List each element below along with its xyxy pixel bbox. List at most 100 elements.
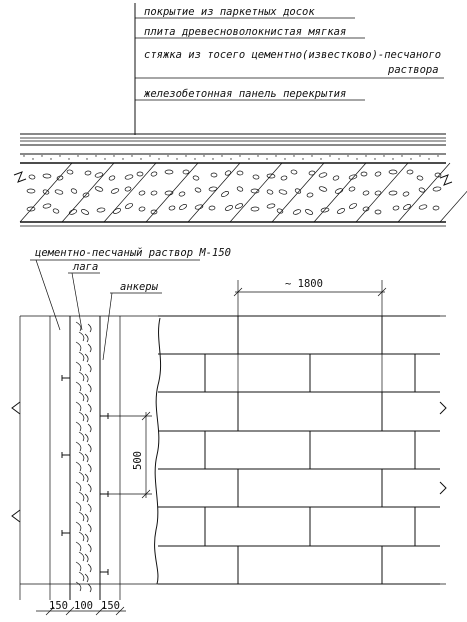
screed-dot (365, 155, 367, 157)
aggregate-stone (252, 174, 260, 180)
aggregate-stone (179, 204, 187, 210)
section-break-left (13, 171, 27, 183)
wood-grain-stroke (84, 573, 89, 583)
aggregate-stone (194, 187, 202, 193)
plan-break-left-1 (11, 401, 21, 415)
aggregate-stone (434, 172, 442, 178)
wood-grain-stroke (87, 363, 92, 373)
wood-grain-stroke (87, 483, 92, 493)
wood-grain-stroke (75, 541, 82, 552)
screed-dot (275, 155, 277, 157)
hatch-line (19, 162, 73, 223)
aggregate-stone (348, 203, 358, 209)
wood-grain-stroke (75, 561, 82, 572)
wood-grain-stroke (75, 361, 82, 372)
aggregate-stone (82, 192, 90, 198)
aggregate-stone (124, 174, 134, 180)
hatch-line (61, 162, 115, 223)
screed-dot (248, 158, 250, 160)
screed-dot (347, 155, 349, 157)
wood-grain-stroke (84, 333, 89, 343)
screed-dot (77, 155, 79, 157)
screed-dot (284, 158, 286, 160)
wood-grain-stroke (75, 321, 82, 332)
wood-grain-stroke (78, 471, 85, 482)
aggregate-stone (374, 209, 382, 215)
aggregate-stone (94, 172, 104, 178)
screed-dot (383, 155, 385, 157)
wood-grain-stroke (87, 383, 92, 393)
wood-grain-stroke (75, 441, 82, 452)
wood-grain-stroke (75, 521, 82, 532)
screed-dot (419, 155, 421, 157)
dim-text-100: 100 (74, 600, 93, 612)
aggregate-stone (208, 205, 216, 211)
screed-dot (293, 155, 295, 157)
aggregate-stone (42, 189, 50, 195)
wood-grain-stroke (84, 433, 89, 443)
screed-dot (95, 155, 97, 157)
wood-grain-stroke (78, 391, 85, 402)
screed-dot (428, 158, 430, 160)
aggregate-stone (374, 190, 382, 196)
aggregate-stone (112, 208, 122, 214)
screed-dot (68, 158, 70, 160)
wood-grain-stroke (78, 431, 85, 442)
dimension-board-spacing: ~ 1800 (233, 278, 387, 396)
hatch-line (103, 162, 157, 223)
aggregate-stone (224, 205, 234, 211)
aggregate-stone (124, 203, 134, 209)
aggregate-stone (388, 190, 398, 196)
dimension-strip-widths: 150 100 150 (36, 600, 126, 616)
screed-dot (32, 158, 34, 160)
aggregate-stone (234, 203, 244, 209)
aggregate-stone (54, 189, 64, 195)
aggregate-stone (68, 209, 78, 215)
dim-text-150-right: 150 (101, 600, 120, 612)
wood-grain-stroke (87, 423, 92, 433)
section-layers (20, 133, 446, 227)
aggregate-stone (110, 188, 120, 194)
hatch-line (355, 162, 409, 223)
aggregate-stone (276, 208, 284, 214)
screed-dot (104, 158, 106, 160)
label-mortar: цементно-песчаный раствор М-150 (35, 247, 231, 259)
dim-text-150-left: 150 (49, 600, 68, 612)
wood-grain-stroke (87, 563, 92, 573)
wood-grain-stroke (87, 343, 92, 353)
screed-dot (122, 158, 124, 160)
hatch-line (397, 162, 451, 223)
aggregate-stone (304, 209, 314, 215)
wood-grain-stroke (84, 373, 89, 383)
aggregate-stone (210, 172, 218, 178)
wood-grain-stroke (78, 351, 85, 362)
wood-grain-stroke (87, 323, 92, 333)
label-screed-layer-line1: стяжка из тосего цементно(известково)-пе… (144, 49, 441, 61)
aggregate-stone (308, 170, 316, 176)
screed-dot (158, 158, 160, 160)
screed-dot (176, 158, 178, 160)
hatch-line (145, 162, 199, 223)
aggregate-stone (56, 175, 64, 181)
hatch-line (229, 162, 283, 223)
wood-grain-stroke (75, 421, 82, 432)
aggregate-stone (292, 209, 302, 215)
dim-text-1800: ~ 1800 (285, 278, 323, 290)
wood-grain-stroke (78, 491, 85, 502)
aggregate-stone (280, 175, 288, 181)
aggregate-stone (178, 191, 186, 197)
aggregate-stone (150, 209, 158, 215)
screed-dot (221, 155, 223, 157)
aggregate-stone (318, 172, 328, 178)
screed-dot (266, 158, 268, 160)
joist-wood-grain (75, 321, 92, 593)
aggregate-stone (26, 206, 36, 212)
screed-dot (23, 155, 25, 157)
aggregate-stone (290, 169, 298, 175)
screed-dot (149, 155, 151, 157)
wood-grain-stroke (75, 581, 82, 592)
screed-dot (401, 155, 403, 157)
aggregate-stone (250, 188, 260, 194)
aggregate-stone (208, 186, 218, 192)
